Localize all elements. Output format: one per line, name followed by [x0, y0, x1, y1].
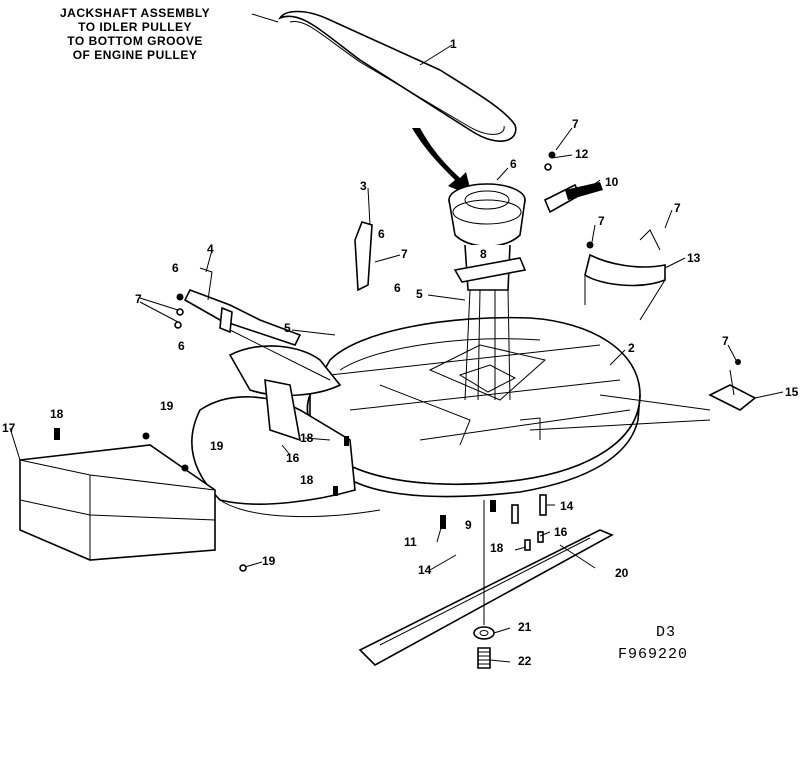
callout-18-d: 18: [50, 407, 64, 421]
callout-3: 3: [360, 179, 367, 193]
idler-bracket: [183, 221, 373, 381]
hardware: [54, 151, 741, 572]
callout-17: 17: [2, 421, 16, 435]
mower-deck: [306, 316, 711, 498]
discharge-chute: [191, 345, 381, 518]
callout-6-e: 6: [510, 157, 517, 171]
callout-6-a: 6: [172, 261, 179, 275]
figure-number: F969220: [618, 646, 689, 663]
callout-16-a: 16: [554, 525, 568, 539]
callout-12: 12: [575, 147, 589, 161]
diagram-code: D3: [656, 624, 677, 641]
bracket-10: [543, 182, 603, 214]
callout-6-b: 6: [178, 339, 185, 353]
blade-bolt: [477, 647, 491, 669]
callout-7-f: 7: [722, 334, 729, 348]
callout-leaders: [9, 44, 784, 663]
callout-13: 13: [687, 251, 701, 265]
note-line-2: TO IDLER PULLEY: [78, 20, 193, 34]
callout-2: 2: [628, 341, 635, 355]
bracket-15: [708, 369, 757, 411]
callout-7-b: 7: [401, 247, 408, 261]
grass-chute: [19, 444, 216, 561]
callout-14-b: 14: [418, 563, 432, 577]
callout-6-d: 6: [394, 281, 401, 295]
callout-numbers: 1 2 3 4 5 5 6 6 6 6 6 7 7 7 7 7 7 8 9 10…: [2, 37, 799, 668]
callout-7-d: 7: [598, 214, 605, 228]
callout-7-c: 7: [572, 117, 579, 131]
note-line-1: JACKSHAFT ASSEMBLY: [60, 6, 211, 20]
belt-guard: [584, 229, 666, 321]
v-belt: [278, 10, 517, 142]
callout-5-b: 5: [416, 287, 423, 301]
callout-11: 11: [404, 535, 417, 549]
spindle-pulley: [448, 183, 527, 401]
callout-5-a: 5: [284, 321, 291, 335]
callout-18-a: 18: [300, 431, 314, 445]
callout-10: 10: [605, 175, 619, 189]
callout-15: 15: [785, 385, 799, 399]
belt-routing-note: JACKSHAFT ASSEMBLY TO IDLER PULLEY TO BO…: [60, 6, 210, 62]
callout-14-a: 14: [560, 499, 574, 513]
callout-1: 1: [450, 37, 457, 51]
note-line-3: TO BOTTOM GROOVE: [67, 34, 203, 48]
callout-18-c: 18: [490, 541, 504, 555]
blade-washer: [473, 626, 495, 640]
cutting-blade: [358, 529, 614, 666]
callout-9: 9: [465, 518, 472, 532]
callout-7-a: 7: [135, 292, 142, 306]
callout-21: 21: [518, 620, 532, 634]
callout-7-e: 7: [674, 201, 681, 215]
callout-6-c: 6: [378, 227, 385, 241]
callout-16-b: 16: [286, 451, 300, 465]
routing-arrow: [412, 128, 472, 196]
callout-19-a: 19: [160, 399, 174, 413]
note-line-4: OF ENGINE PULLEY: [72, 48, 198, 62]
callout-8: 8: [480, 247, 487, 261]
callout-18-b: 18: [300, 473, 314, 487]
callout-19-c: 19: [262, 554, 276, 568]
callout-4: 4: [207, 242, 214, 256]
callout-19-b: 19: [210, 439, 224, 453]
callout-20: 20: [615, 566, 629, 580]
callout-22: 22: [518, 654, 532, 668]
